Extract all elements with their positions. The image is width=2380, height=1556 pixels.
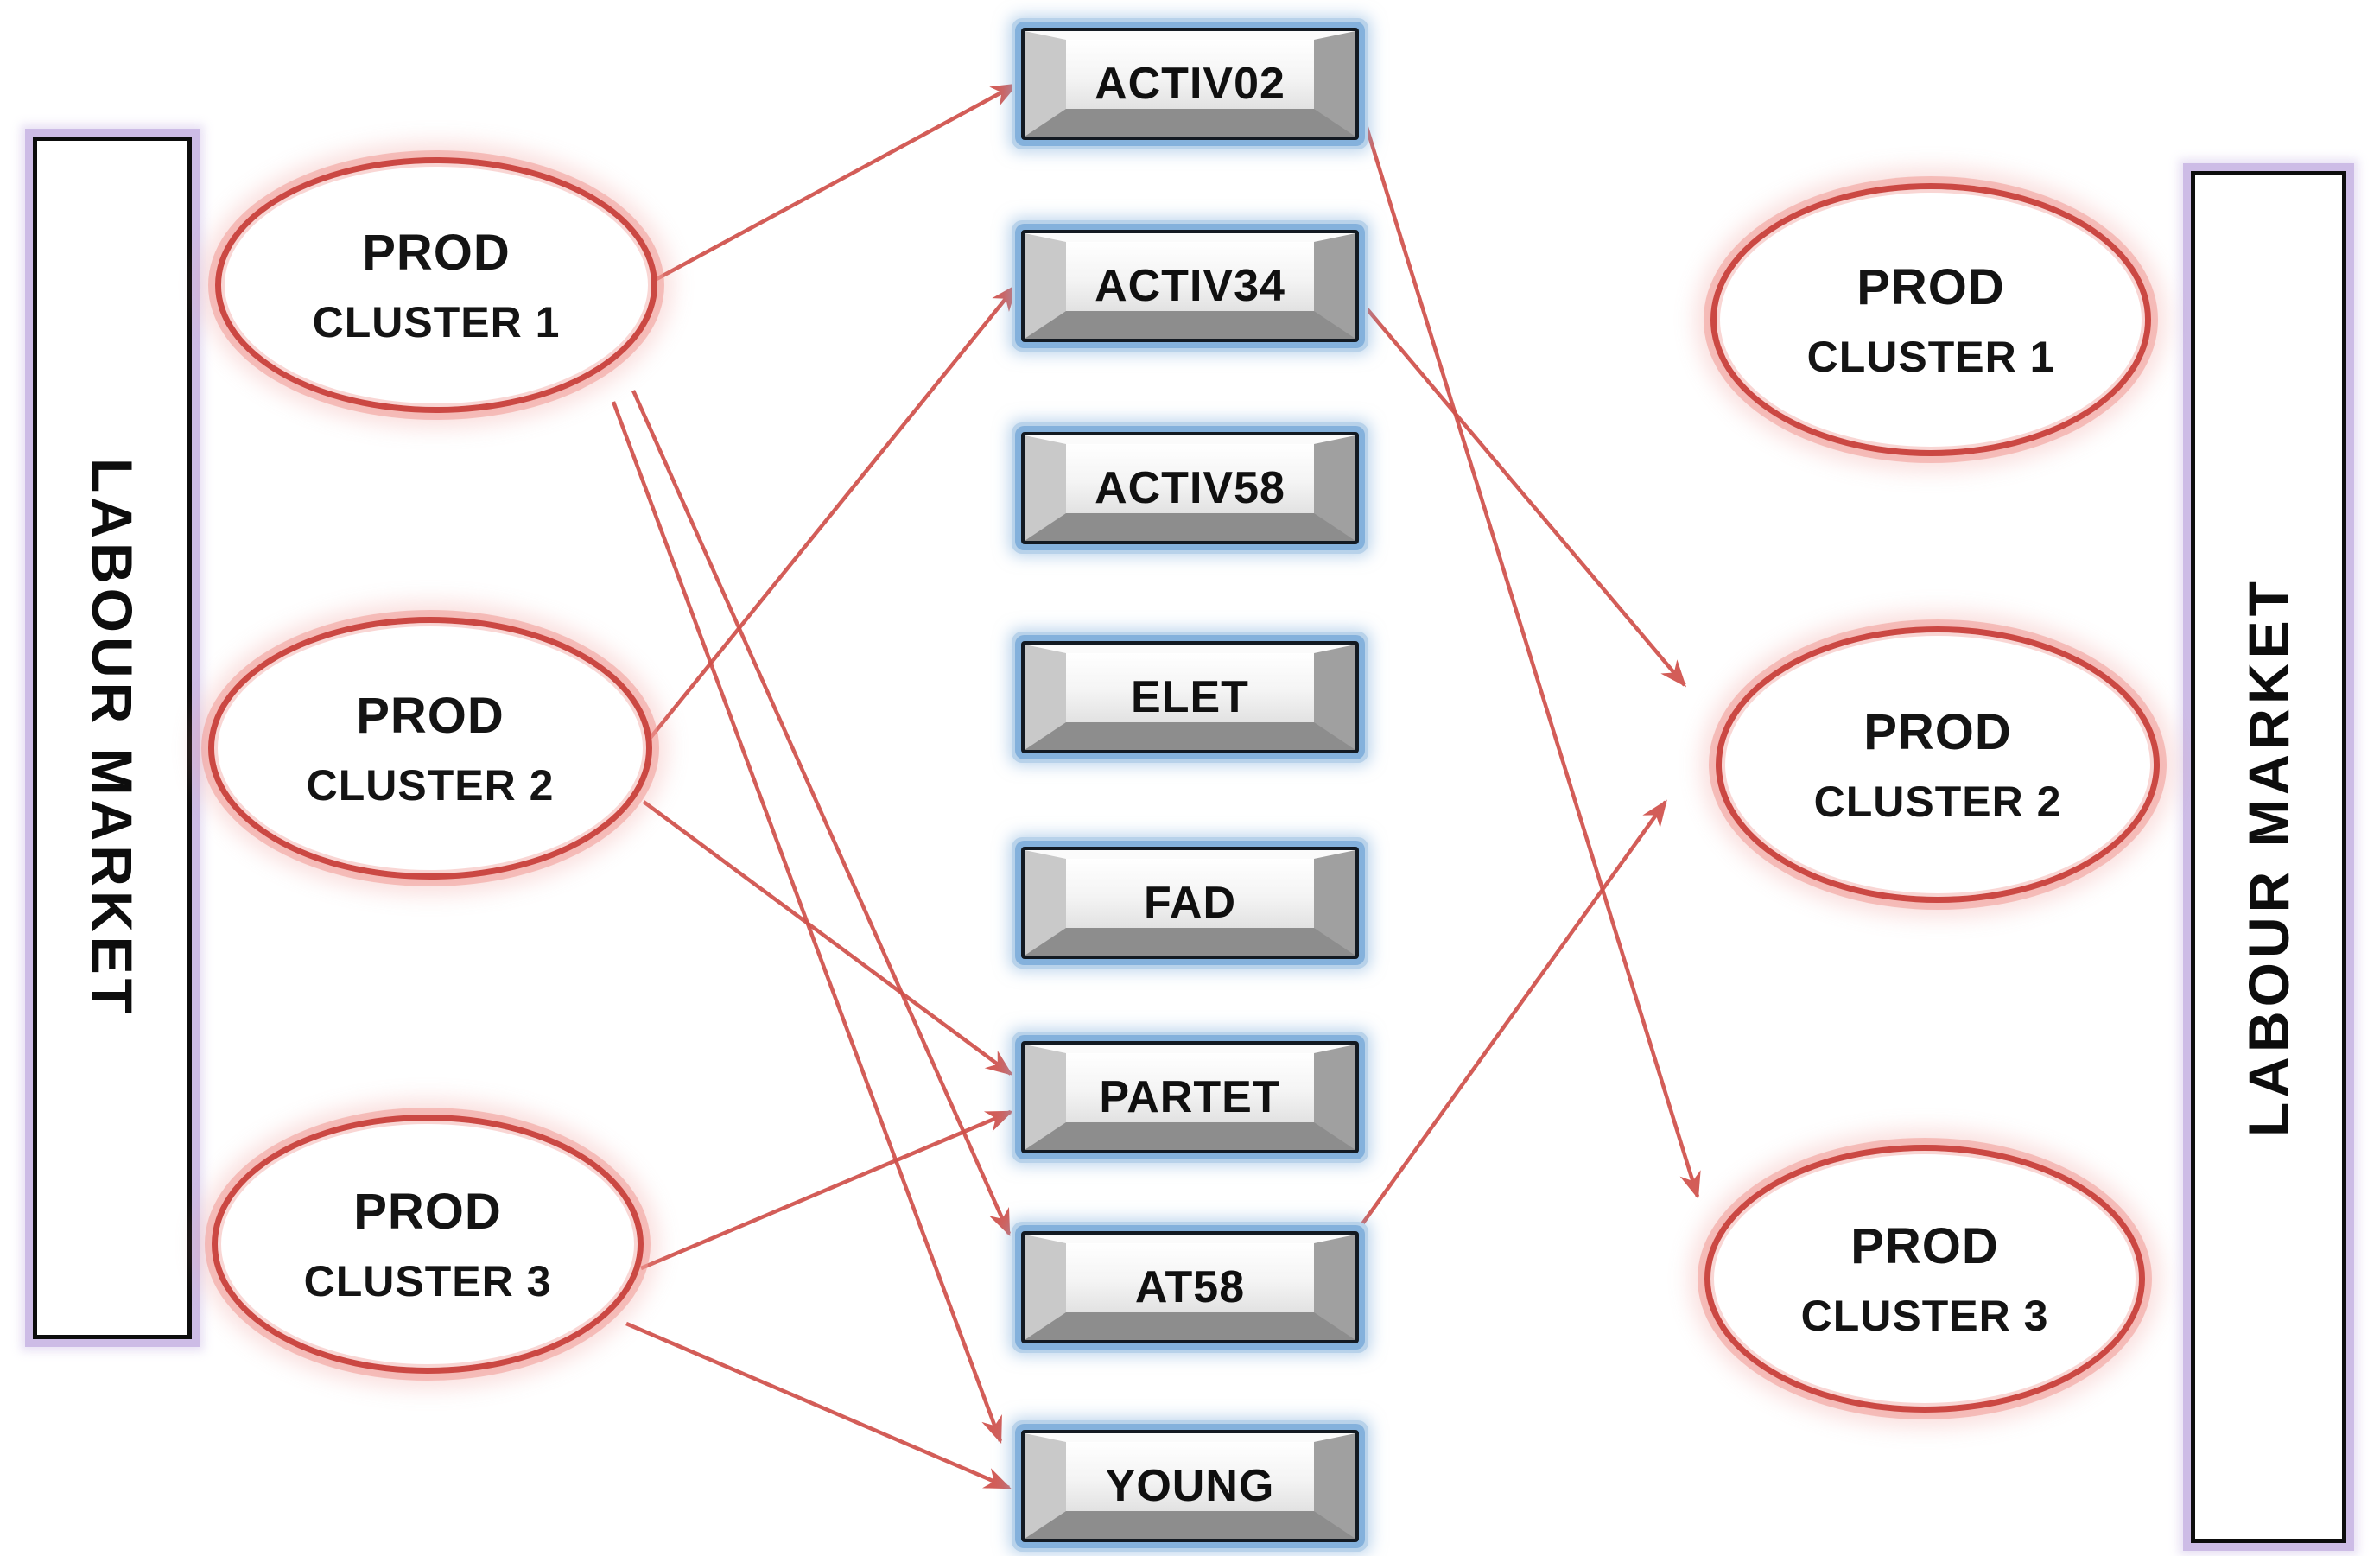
button-at58[interactable]: AT58 — [1021, 1231, 1359, 1343]
button-fad[interactable]: FAD — [1021, 847, 1359, 959]
button-bevel — [1025, 435, 1355, 541]
cluster-title: PROD — [353, 1183, 502, 1240]
button-label: ACTIV02 — [1095, 59, 1285, 109]
button-bevel — [1025, 1235, 1355, 1340]
arrow-prod-cluster-2-left-to-partet — [642, 800, 1013, 1076]
labour-market-bar-left: LABOUR MARKET — [33, 137, 192, 1339]
button-partet[interactable]: PARTET — [1021, 1041, 1359, 1153]
button-young[interactable]: YOUNG — [1021, 1430, 1359, 1542]
arrow-activ34-to-prod-cluster-2-right — [1360, 301, 1687, 688]
prod-cluster-1-right: PROD CLUSTER 1 — [1710, 183, 2151, 456]
prod-cluster-1-left: PROD CLUSTER 1 — [215, 157, 657, 413]
prod-cluster-2-left: PROD CLUSTER 2 — [208, 617, 652, 880]
cluster-title: PROD — [356, 687, 505, 744]
arrow-at58-to-prod-cluster-2-right — [1360, 799, 1667, 1227]
button-bevel — [1025, 233, 1355, 339]
button-label: ELET — [1131, 672, 1249, 722]
button-bevel — [1025, 1433, 1355, 1539]
arrow-prod-cluster-3-left-to-young — [625, 1321, 1012, 1490]
button-bevel — [1025, 645, 1355, 750]
cluster-title: PROD — [362, 224, 511, 281]
arrow-activ02-to-prod-cluster-3-right — [1359, 110, 1701, 1200]
cluster-subtitle: CLUSTER 2 — [306, 760, 555, 810]
cluster-title: PROD — [1850, 1217, 1999, 1274]
cluster-subtitle: CLUSTER 3 — [1800, 1291, 2049, 1340]
labour-market-label-left: LABOUR MARKET — [80, 458, 144, 1018]
arrow-prod-cluster-3-left-to-partet — [640, 1109, 1013, 1271]
cluster-title: PROD — [1863, 703, 2012, 760]
button-label: PARTET — [1099, 1072, 1281, 1122]
button-label: YOUNG — [1105, 1461, 1275, 1511]
button-elet[interactable]: ELET — [1021, 641, 1359, 753]
cluster-subtitle: CLUSTER 3 — [303, 1256, 552, 1305]
button-activ34[interactable]: ACTIV34 — [1021, 230, 1359, 342]
prod-cluster-2-right: PROD CLUSTER 2 — [1716, 626, 2160, 903]
cluster-subtitle: CLUSTER 1 — [1806, 332, 2055, 381]
button-activ58[interactable]: ACTIV58 — [1021, 432, 1359, 544]
prod-cluster-3-right: PROD CLUSTER 3 — [1704, 1145, 2145, 1413]
cluster-subtitle: CLUSTER 1 — [312, 297, 561, 346]
button-label: AT58 — [1134, 1262, 1246, 1312]
arrow-prod-cluster-2-left-to-activ34 — [648, 283, 1018, 740]
labour-market-label-right: LABOUR MARKET — [2237, 577, 2301, 1137]
button-bevel — [1025, 850, 1355, 956]
arrow-prod-cluster-1-left-to-young — [611, 401, 1003, 1444]
button-bevel — [1025, 1045, 1355, 1150]
labour-market-bar-right: LABOUR MARKET — [2191, 171, 2346, 1543]
arrow-prod-cluster-1-left-to-at58 — [631, 390, 1012, 1236]
prod-cluster-3-left: PROD CLUSTER 3 — [212, 1115, 644, 1374]
button-label: FAD — [1144, 878, 1236, 928]
cluster-subtitle: CLUSTER 2 — [1813, 777, 2062, 826]
arrow-prod-cluster-1-left-to-activ02 — [655, 83, 1019, 281]
button-activ02[interactable]: ACTIV02 — [1021, 28, 1359, 140]
button-bevel — [1025, 31, 1355, 137]
button-label: ACTIV34 — [1095, 261, 1285, 311]
button-label: ACTIV58 — [1095, 463, 1285, 513]
cluster-title: PROD — [1856, 258, 2005, 315]
